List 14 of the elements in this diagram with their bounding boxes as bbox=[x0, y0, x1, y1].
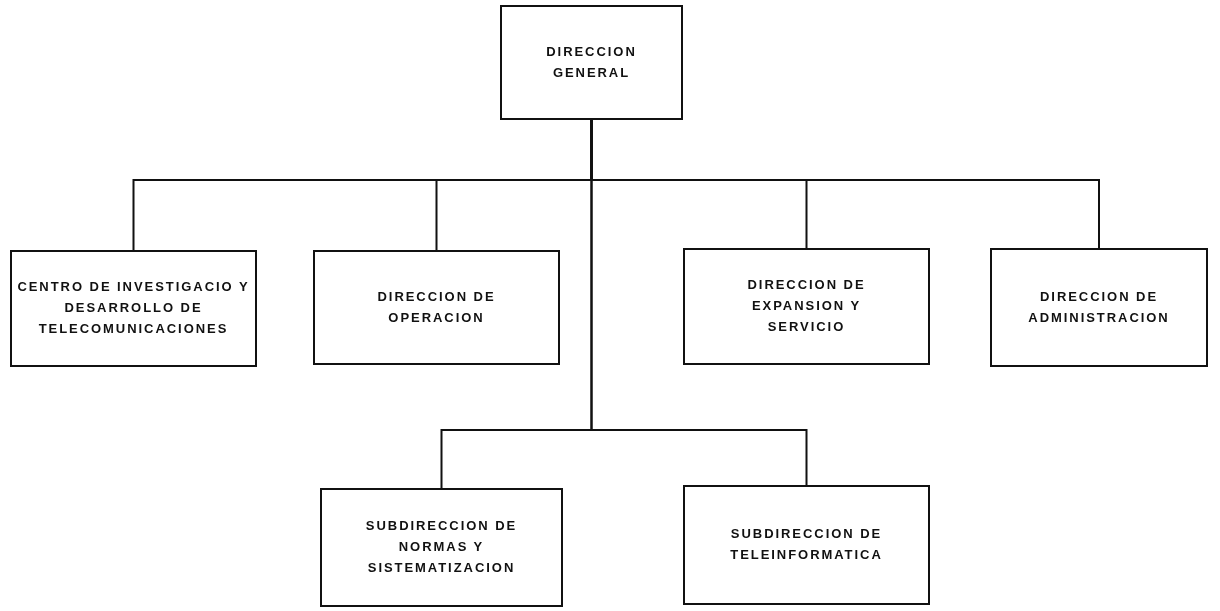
org-box bbox=[500, 5, 683, 120]
box-title: DIRECCION GENERAL bbox=[545, 42, 638, 82]
org-box bbox=[990, 248, 1208, 367]
org-box bbox=[313, 250, 560, 365]
box-title: SUBDIRECCION DE TELEINFORMATICA bbox=[729, 525, 884, 564]
box-title: CENTRO DE INVESTIGACIO Y DESARROLLO DE TELECOMUNICACIONES bbox=[16, 278, 251, 338]
box-title: DIRECCION DE ADMINISTRACION bbox=[1027, 287, 1171, 327]
box-title: DIRECCION DE OPERACION bbox=[376, 287, 497, 327]
org-box bbox=[320, 488, 563, 607]
org-box bbox=[683, 485, 930, 605]
box-title: DIRECCION DE EXPANSION Y SERVICIO bbox=[746, 276, 867, 336]
org-box bbox=[10, 250, 257, 367]
box-title: SUBDIRECCION DE NORMAS Y SISTEMATIZACION bbox=[364, 517, 519, 577]
org-box bbox=[683, 248, 930, 365]
